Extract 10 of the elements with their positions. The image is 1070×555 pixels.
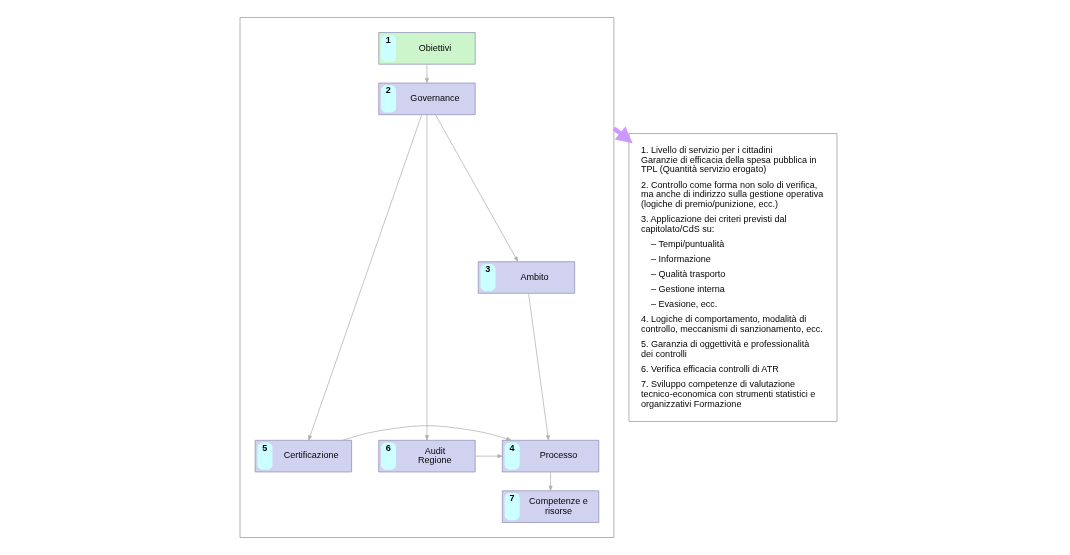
arrow — [527, 293, 550, 441]
arrow — [307, 114, 422, 441]
arrow — [424, 64, 429, 84]
arrow — [474, 454, 503, 459]
cluster — [239, 17, 614, 538]
arrow — [434, 114, 518, 262]
arrow — [341, 425, 511, 441]
arrow — [424, 114, 429, 441]
node-box: 1. Livello di servizio per i cittadini Garanzie di efficacia della spesa pubblica in TPL (Quantità servizio erogato) 2. Controllo come forma non solo di verifica, ma anche di indirizzo sulla gestione operativa (logiche di premio/punizione, ecc.) 3. Applicazione dei criteri previsti dal capitolato/CdS su: – Tempi/puntualità – Informazione – Qualità trasporto – Gestione interna – Evasione, ecc. 4. Logiche di comportamento, modalità di controllo, meccanismi di sanzionamento, ecc. 5. Garanzia di oggettività e professionalità dei controlli 6. Verifica efficacia controlli di ATR 7. Sviluppo competenze di valutazione tecnico-economica con strumenti statistici e organizzativi Formazione — [628, 133, 837, 422]
arrow — [548, 471, 553, 491]
